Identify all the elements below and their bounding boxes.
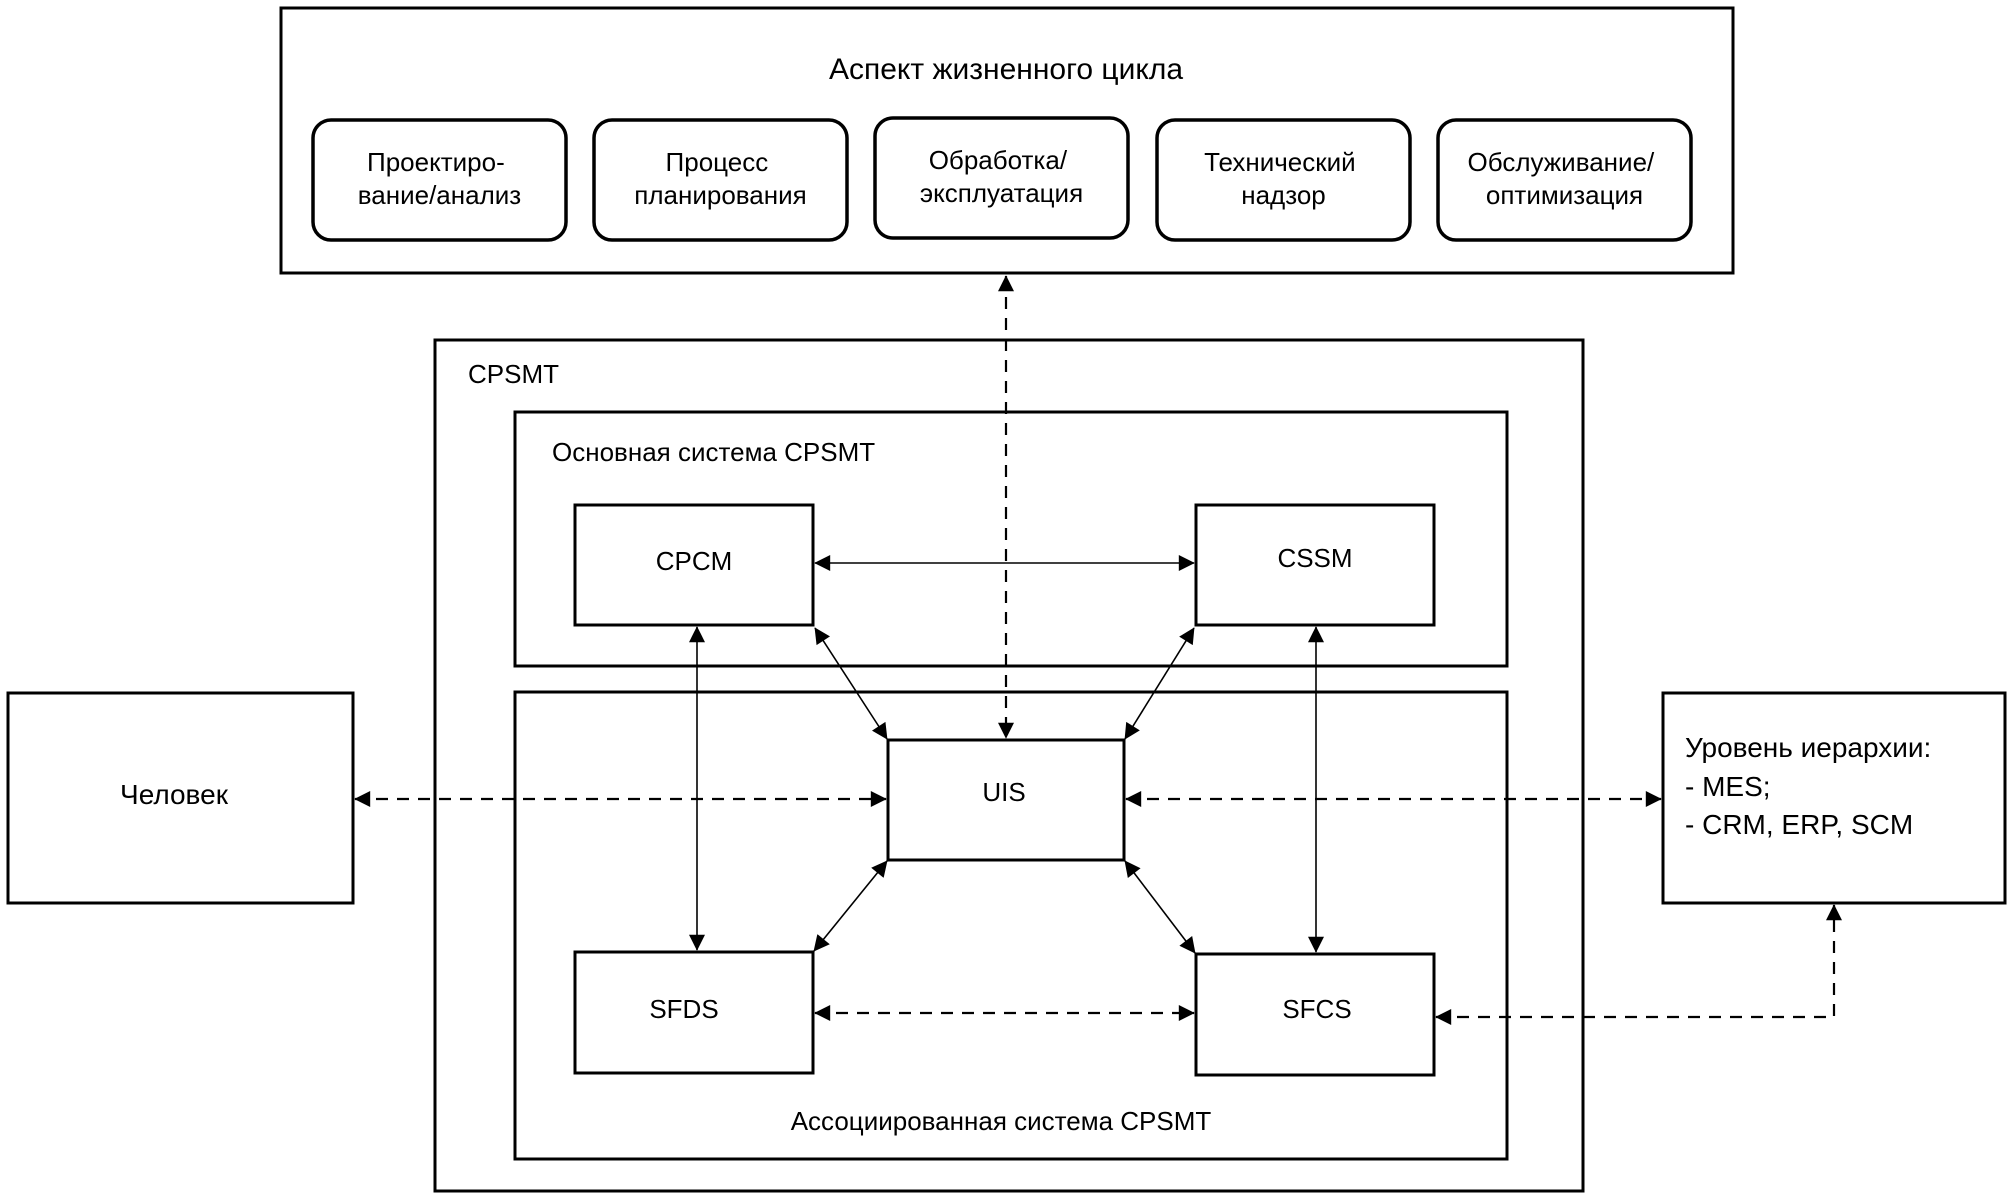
connector-uis-sfcs: [1124, 860, 1196, 954]
hierarchy-title: Уровень иерархии:: [1685, 732, 1931, 763]
node-uis-label: UIS: [982, 777, 1025, 807]
node-uis: UIS: [886, 738, 1126, 862]
cpsmt-label: CPSMT: [468, 359, 559, 389]
stage-processing-operation: Обработка/ эксплуатация: [873, 116, 1130, 240]
connector-cpcm-uis: [814, 627, 888, 740]
node-cssm-label: CSSM: [1277, 543, 1352, 573]
node-cpcm: CPCM: [573, 503, 815, 627]
stage-supervision-line1: Технический: [1204, 147, 1356, 177]
stage-planning: Процесс планирования: [592, 118, 849, 242]
stage-processing-line1: Обработка/: [929, 145, 1068, 175]
lifecycle-panel: Аспект жизненного цикла Проектиро- вание…: [279, 6, 1735, 275]
lifecycle-title: Аспект жизненного цикла: [829, 53, 1183, 86]
connector-sfcs-hierarchy: [1435, 904, 1842, 1025]
node-sfcs-label: SFCS: [1282, 994, 1351, 1024]
connector-cssm-uis: [1124, 627, 1195, 740]
stage-technical-supervision: Технический надзор: [1155, 118, 1412, 242]
node-cssm: CSSM: [1194, 503, 1436, 627]
stage-maintenance-line2: оптимизация: [1486, 180, 1643, 210]
node-cpcm-label: CPCM: [656, 546, 733, 576]
node-sfds: SFDS: [573, 950, 815, 1075]
stage-design-line1: Проектиро-: [367, 147, 505, 177]
human-box: Человек: [6, 691, 355, 905]
human-label: Человек: [120, 779, 229, 810]
node-sfds-label: SFDS: [649, 994, 718, 1024]
stage-planning-line2: планирования: [634, 180, 806, 210]
stage-planning-line1: Процесс: [666, 147, 769, 177]
svg-text:Уровень иерархии: - MES;: Уровень иерархии: - MES; - CRM, ERP, SCM: [1685, 732, 1939, 840]
associated-system-label: Ассоциированная система CPSMT: [791, 1106, 1212, 1136]
svg-text:Обработка/ эксплуатаци: Обработка/ эксплуатация: [920, 145, 1083, 208]
svg-text:Проектиро- вание/анали: Проектиро- вание/анализ: [358, 147, 521, 210]
hierarchy-box: Уровень иерархии: - MES; - CRM, ERP, SCM: [1661, 691, 2007, 905]
stage-supervision-line2: надзор: [1241, 180, 1326, 210]
node-sfcs: SFCS: [1194, 952, 1436, 1077]
core-system-label: Основная система CPSMT: [552, 437, 875, 467]
hierarchy-item-mes: - MES;: [1685, 771, 1771, 802]
svg-text:Технический надзор: Технический надзор: [1204, 147, 1363, 210]
stage-maintenance-line1: Обслуживание/: [1468, 147, 1656, 177]
svg-text:Процесс планирования: Процесс планирования: [634, 147, 806, 210]
svg-text:Обслуживание/ оптимиза: Обслуживание/ оптимизация: [1468, 147, 1662, 210]
stage-design-analysis: Проектиро- вание/анализ: [311, 118, 568, 242]
stage-maintenance-optimization: Обслуживание/ оптимизация: [1436, 118, 1693, 242]
hierarchy-item-crm-erp-scm: - CRM, ERP, SCM: [1685, 809, 1913, 840]
connector-uis-sfds: [813, 860, 888, 952]
stage-processing-line2: эксплуатация: [920, 178, 1083, 208]
stage-design-line2: вание/анализ: [358, 180, 521, 210]
